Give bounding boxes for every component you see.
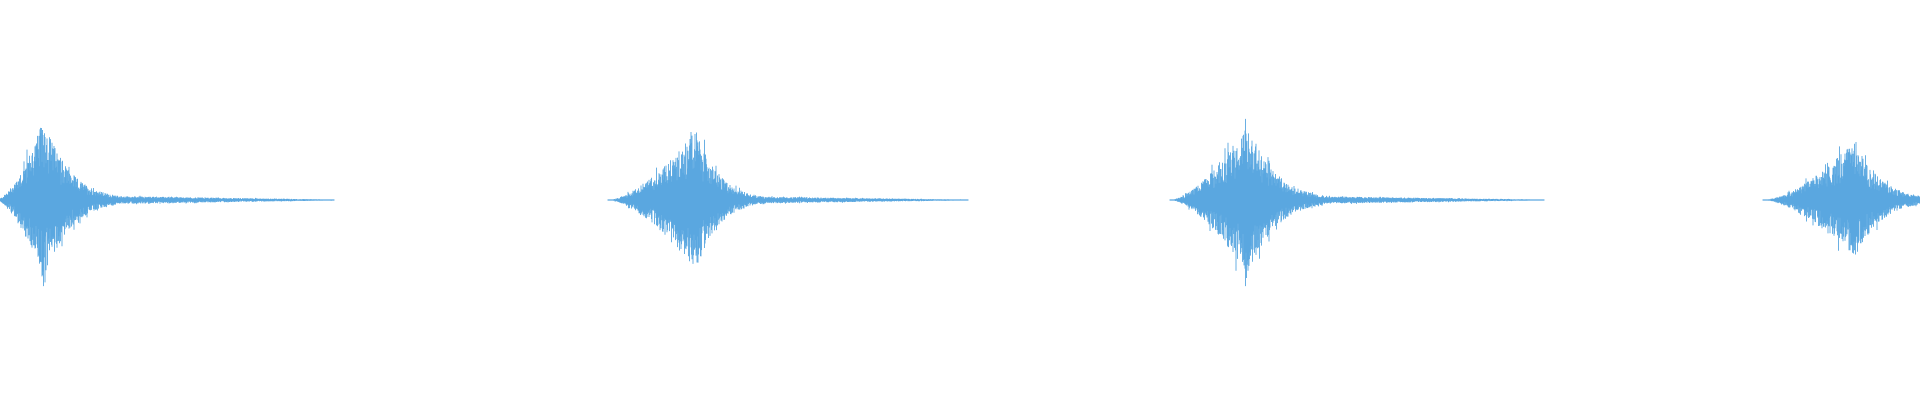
waveform-burst-path	[607, 132, 969, 264]
waveform-burst	[0, 127, 335, 287]
waveform-burst-path	[1169, 118, 1545, 287]
waveform-burst-path	[1762, 142, 1920, 255]
waveform-burst	[1169, 118, 1545, 287]
waveform-burst	[607, 132, 969, 264]
waveform-burst	[1762, 142, 1920, 255]
waveform-burst-path	[0, 127, 335, 287]
